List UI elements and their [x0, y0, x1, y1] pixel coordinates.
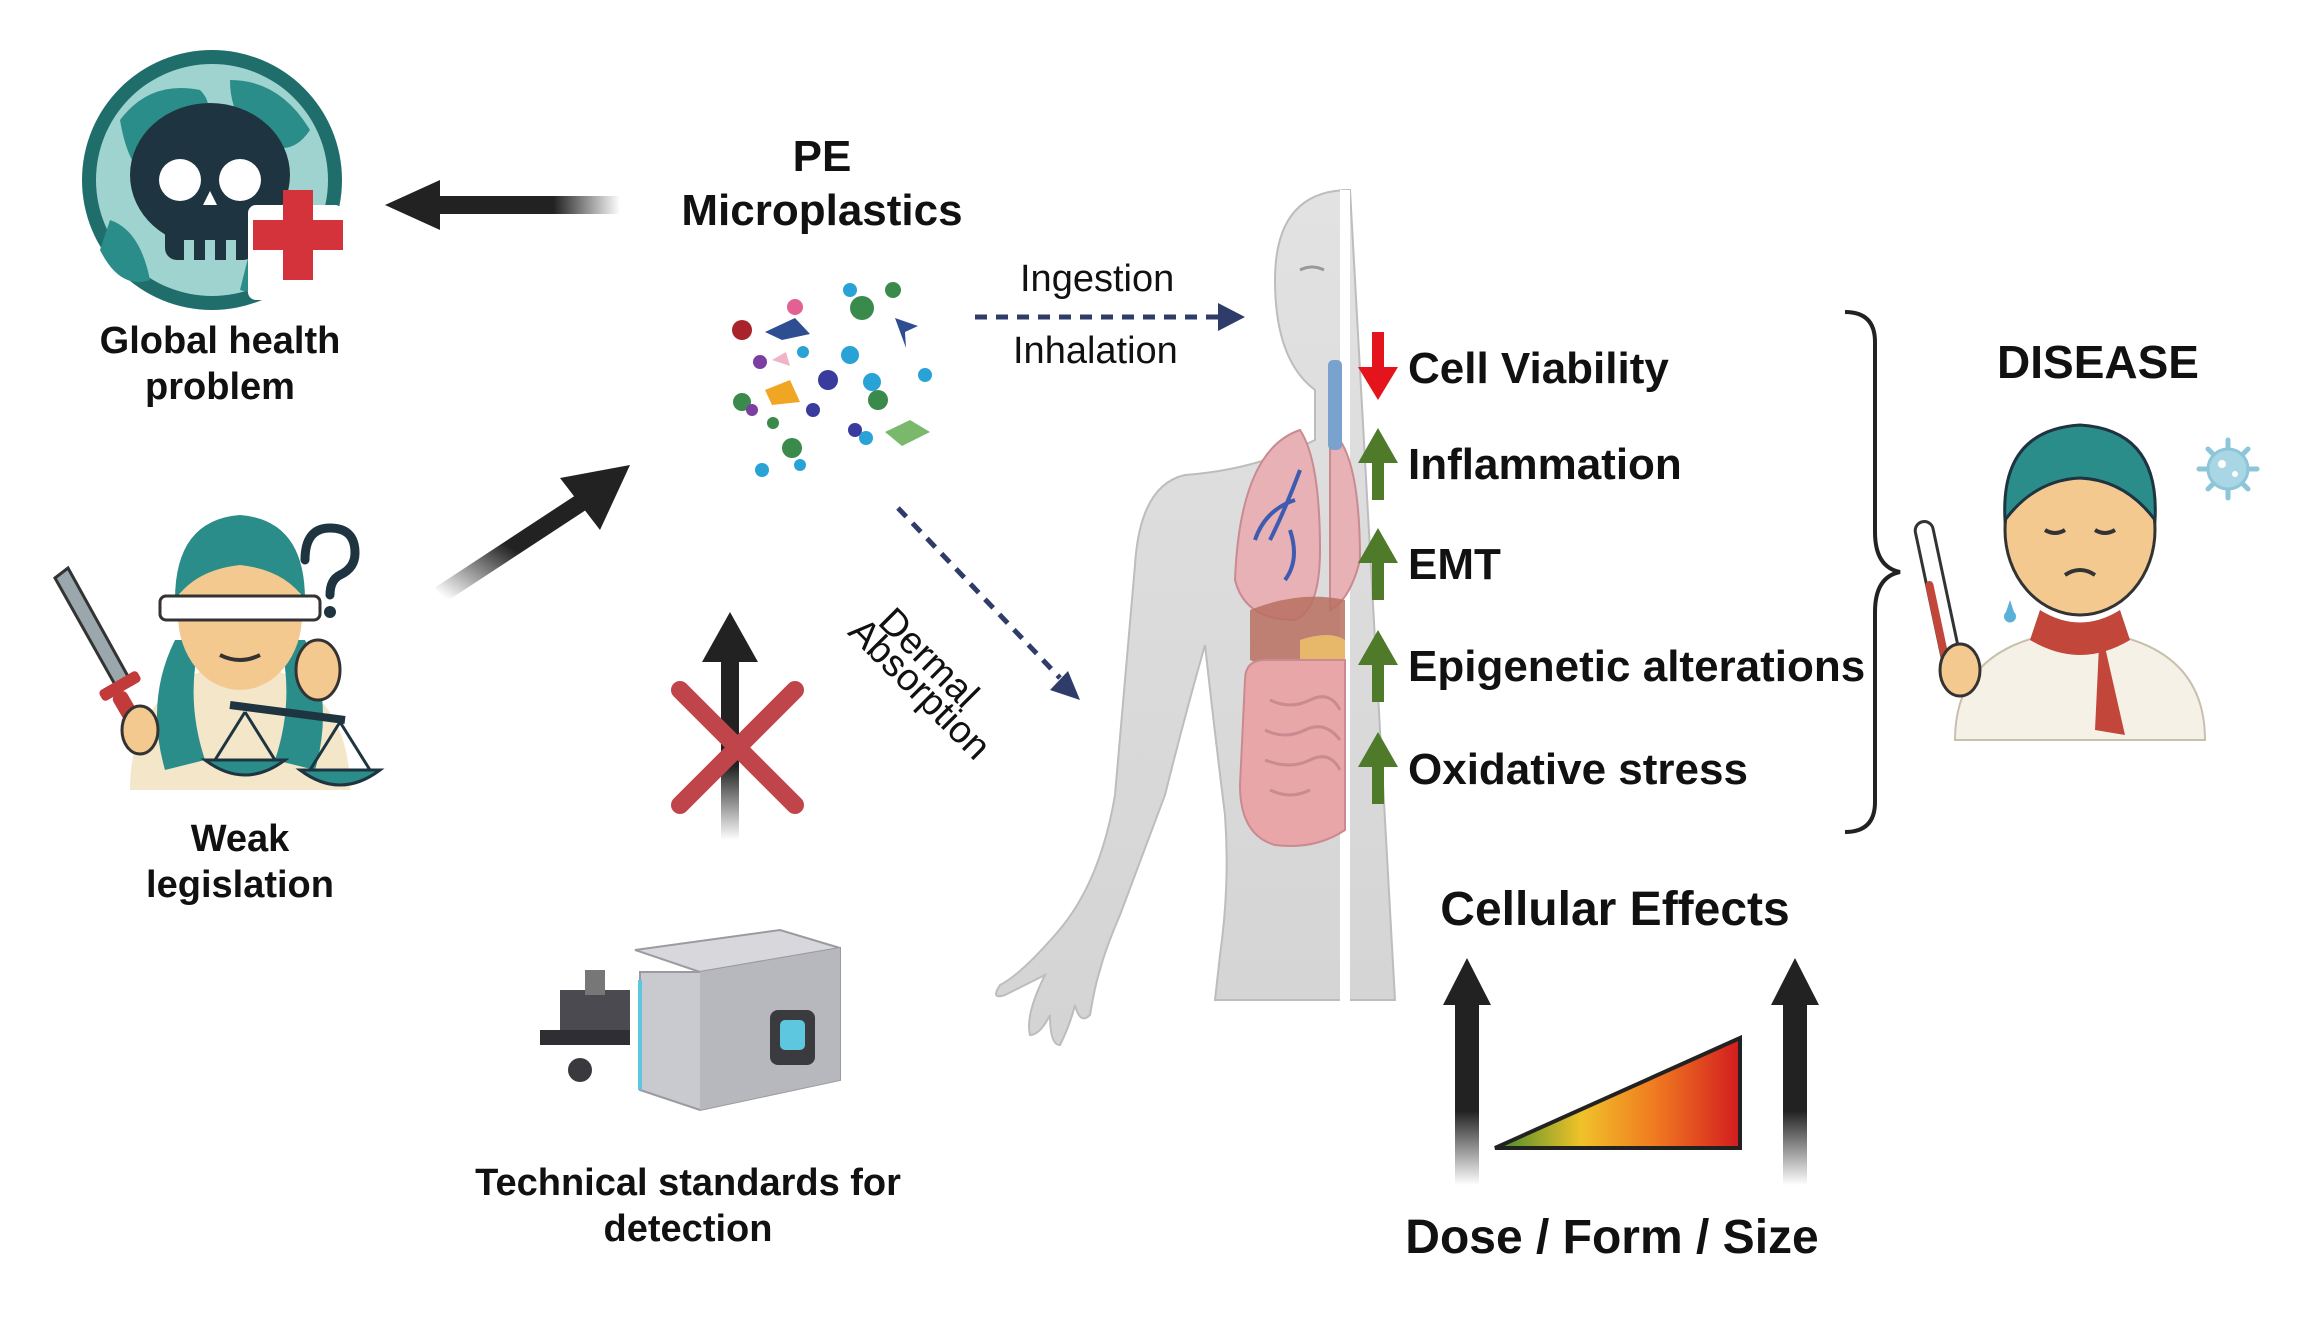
technical-standards-line2: detection: [603, 1208, 773, 1250]
effect-arrow-up: [1358, 428, 1398, 500]
effect-arrow-up: [1358, 630, 1398, 702]
effect-label-1: Inflammation: [1408, 440, 1682, 489]
weak-legislation-line2: legislation: [146, 864, 334, 906]
arrow-legislation-to-pe: [435, 465, 630, 603]
pe-label-line2: Microplastics: [681, 186, 963, 235]
effect-arrow-shaft: [1372, 458, 1384, 500]
microplastic-particles-icon: [732, 282, 932, 477]
dose-form-size-label: Dose / Form / Size: [1405, 1211, 1819, 1264]
justice-figure-icon: [53, 515, 385, 790]
human-body-icon: [995, 188, 1397, 1047]
route-ingestion-label: Ingestion: [1020, 258, 1175, 300]
effect-label-3: Epigenetic alterations: [1408, 642, 1866, 691]
effect-arrow-shaft: [1372, 332, 1384, 372]
arrow-to-global-health: [385, 180, 620, 230]
effect-label-2: EMT: [1408, 540, 1501, 589]
effect-arrows: [1358, 332, 1398, 804]
effect-arrow-head: [1358, 732, 1398, 767]
sick-person-icon: [1913, 423, 2207, 741]
route-arrow-dermal: [896, 506, 1080, 700]
effect-arrow-head: [1358, 528, 1398, 563]
global-health-line1: Global health: [99, 320, 341, 362]
disease-label: DISEASE: [1997, 336, 2199, 388]
blocked-arrow-standards: [671, 612, 804, 840]
route-arrow-ingestion: [975, 303, 1245, 331]
weak-legislation-line1: Weak: [190, 818, 290, 860]
technical-standards-line1: Technical standards for: [475, 1162, 901, 1204]
effect-arrow-up: [1358, 732, 1398, 804]
route-inhalation-label: Inhalation: [1013, 330, 1178, 372]
pe-label-line1: PE: [792, 132, 852, 181]
dose-gradient-icon: [1443, 958, 1819, 1185]
effect-arrow-head: [1358, 630, 1398, 665]
effects-brace: [1844, 310, 1901, 834]
effect-arrow-shaft: [1372, 660, 1384, 702]
global-health-line2: problem: [145, 366, 295, 408]
effect-arrow-up: [1358, 528, 1398, 600]
cellular-effects-label: Cellular Effects: [1440, 883, 1790, 936]
virus-icon: [2196, 437, 2260, 501]
effect-arrow-head: [1358, 367, 1398, 400]
effect-arrow-shaft: [1372, 762, 1384, 804]
effect-label-0: Cell Viability: [1408, 344, 1669, 393]
effect-arrow-shaft: [1372, 558, 1384, 600]
effect-label-4: Oxidative stress: [1408, 745, 1748, 794]
globe-skull-icon: [82, 50, 343, 310]
effect-arrow-head: [1358, 428, 1398, 463]
spectrometer-icon: [540, 928, 841, 1112]
effect-arrow-down: [1358, 332, 1398, 400]
